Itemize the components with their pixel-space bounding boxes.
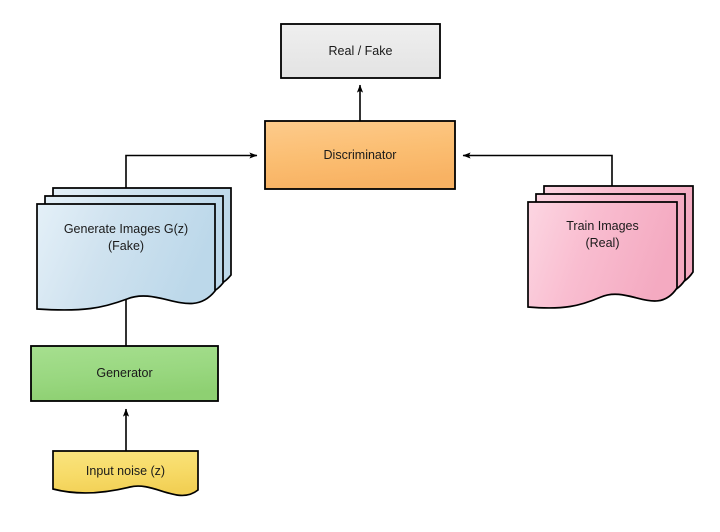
generated-images-layer-front [36, 203, 216, 311]
discriminator-node[interactable] [264, 120, 456, 190]
train-images-node[interactable] [527, 185, 694, 309]
edge-train-images-to-discriminator [462, 152, 613, 188]
generated-images-node[interactable] [36, 187, 232, 311]
real-fake-output[interactable] [280, 23, 441, 79]
edge-generated-images-to-discriminator [125, 152, 258, 190]
train-images-layer-front [527, 201, 678, 309]
input-noise-node[interactable] [52, 450, 199, 497]
generator-node[interactable] [30, 345, 219, 402]
